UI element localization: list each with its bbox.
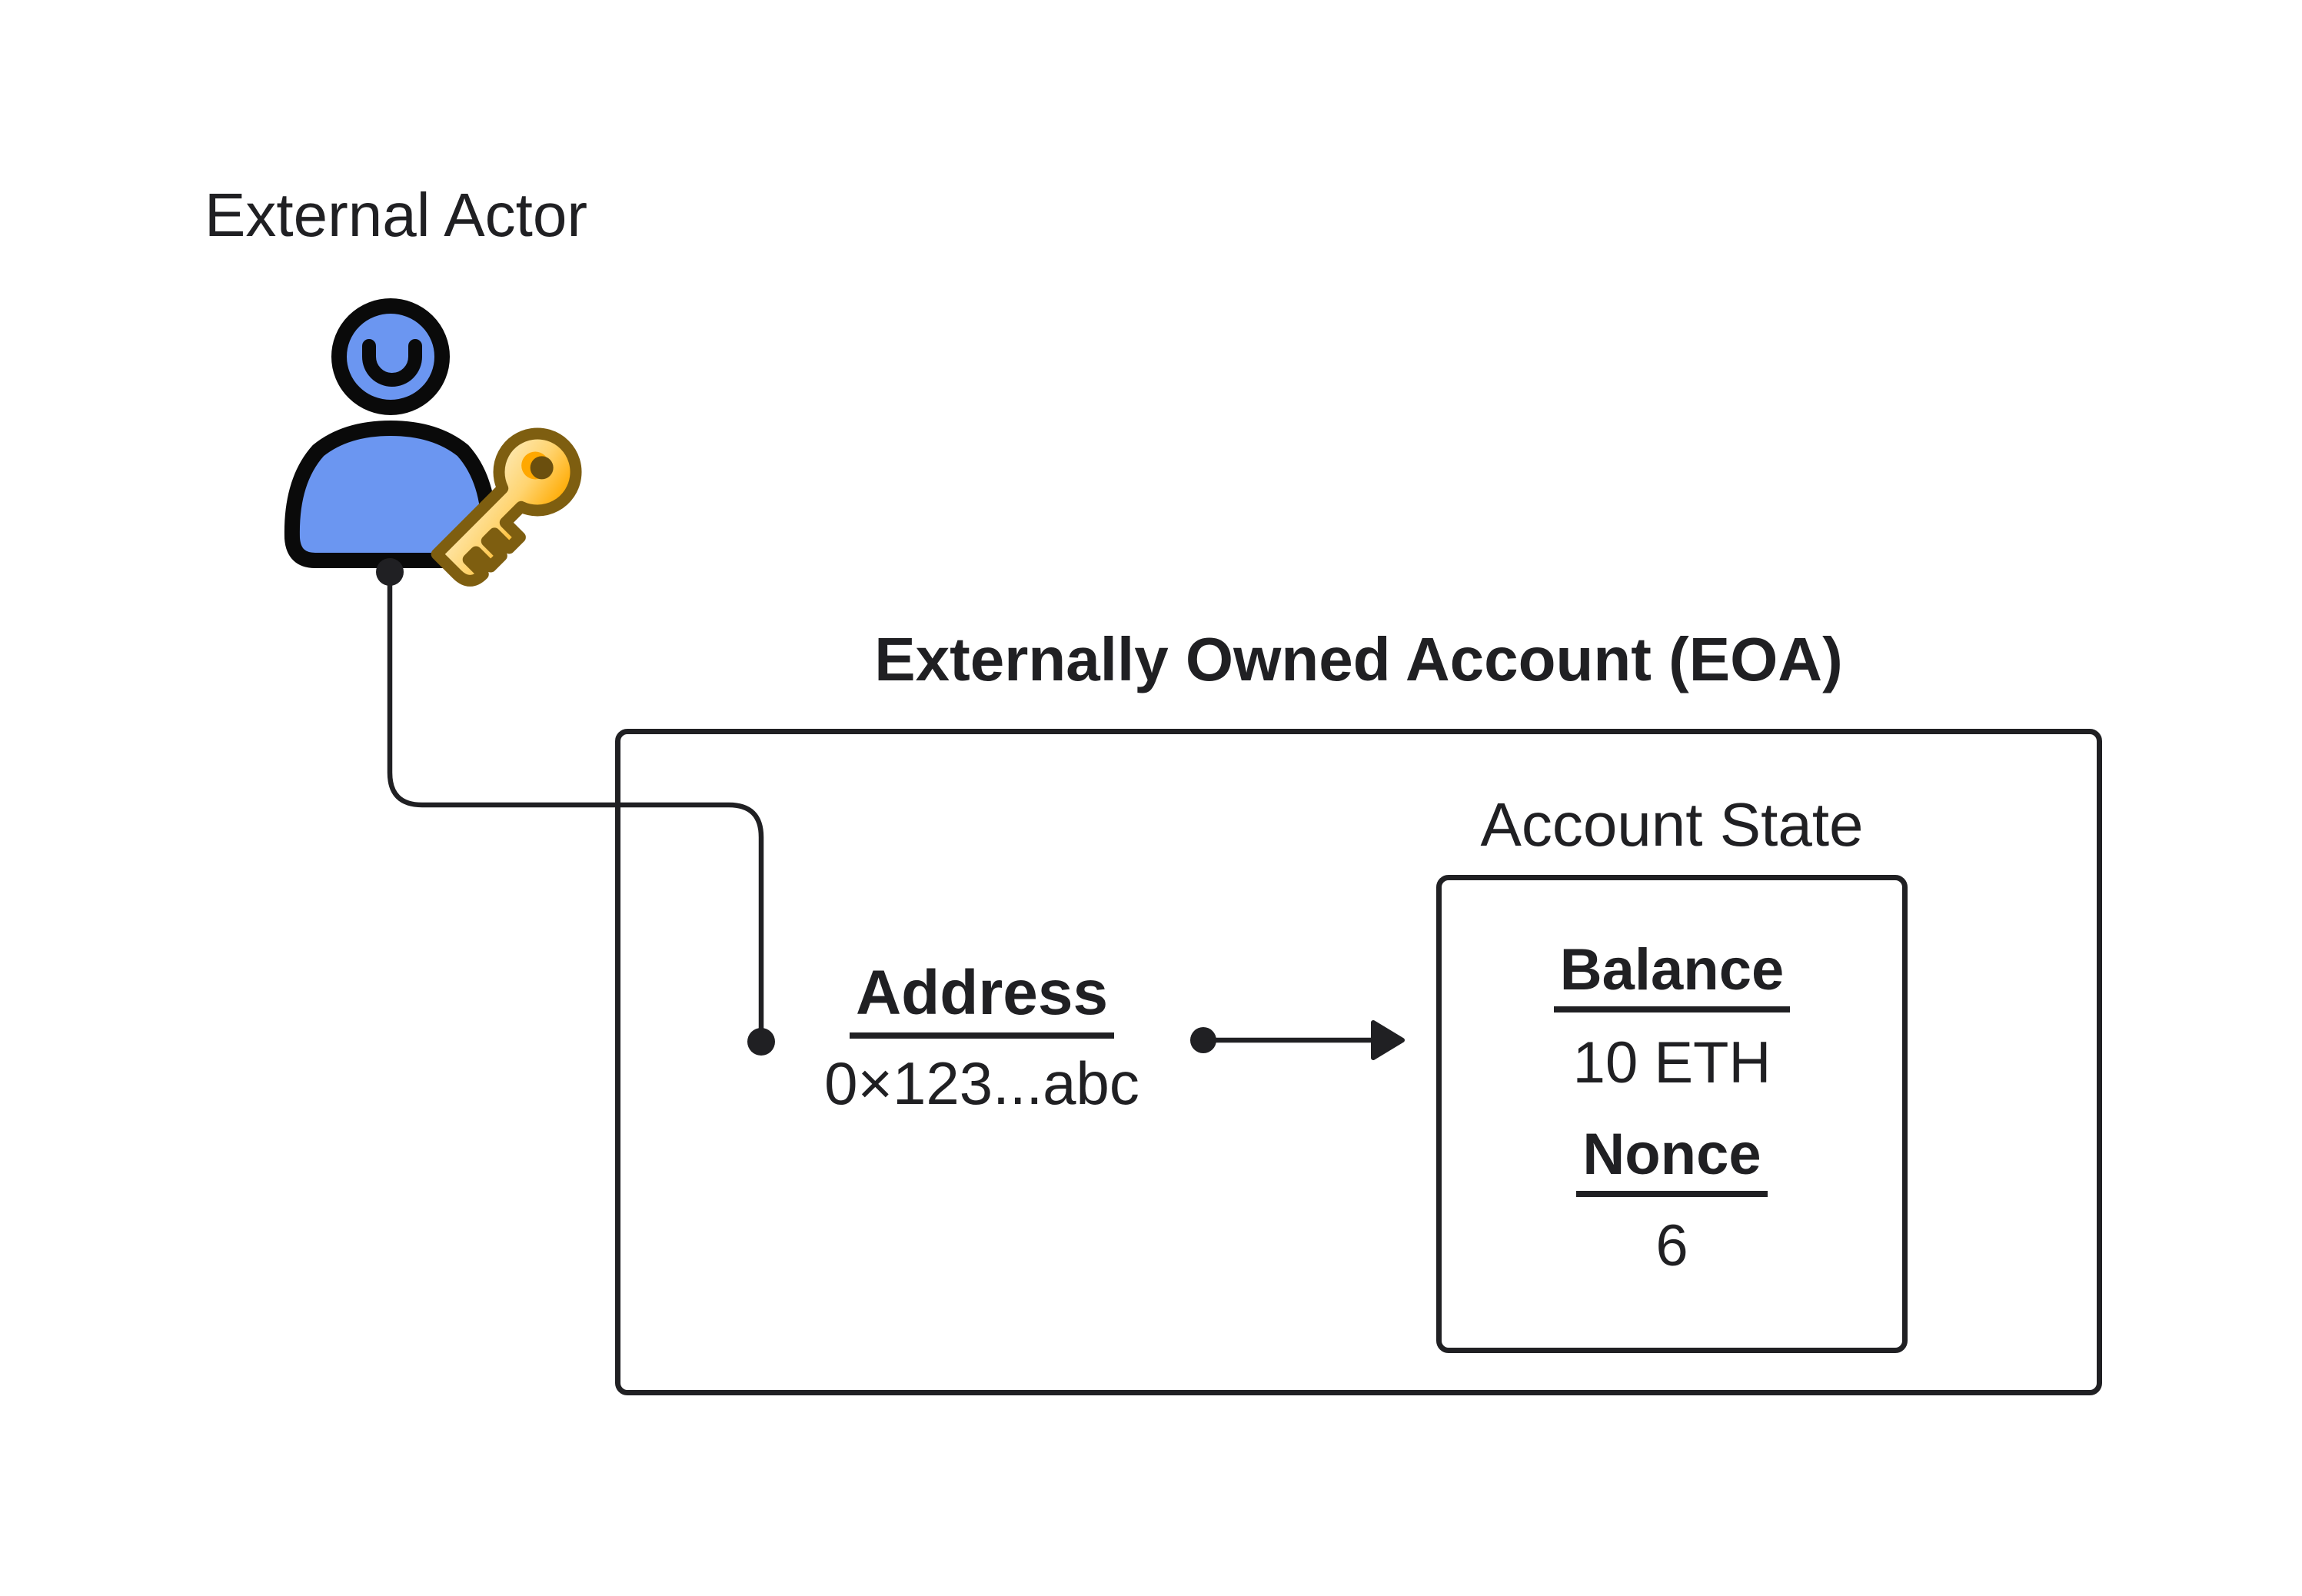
balance-value: 10 ETH — [1572, 1030, 1771, 1096]
address-label-text: Address — [849, 956, 1115, 1039]
external-actor-label: External Actor — [204, 181, 587, 249]
eoa-box — [615, 729, 2102, 1395]
key-icon — [431, 427, 582, 587]
address-label: Address — [790, 956, 1174, 1039]
person-with-key-icon — [284, 298, 582, 587]
person-head — [331, 298, 450, 415]
account-state-label: Account State — [1480, 790, 1864, 859]
account-state-box — [1436, 875, 1908, 1353]
nonce-label-text: Nonce — [1576, 1120, 1768, 1197]
nonce-value: 6 — [1655, 1213, 1688, 1278]
key-hole — [530, 456, 554, 480]
balance-label: Balance — [1436, 936, 1908, 1012]
nonce-label: Nonce — [1436, 1120, 1908, 1197]
balance-label-text: Balance — [1553, 936, 1791, 1012]
eoa-title: Externally Owned Account (EOA) — [874, 625, 1843, 693]
person-smile — [362, 339, 422, 387]
address-value: 0×123...abc — [824, 1049, 1139, 1117]
